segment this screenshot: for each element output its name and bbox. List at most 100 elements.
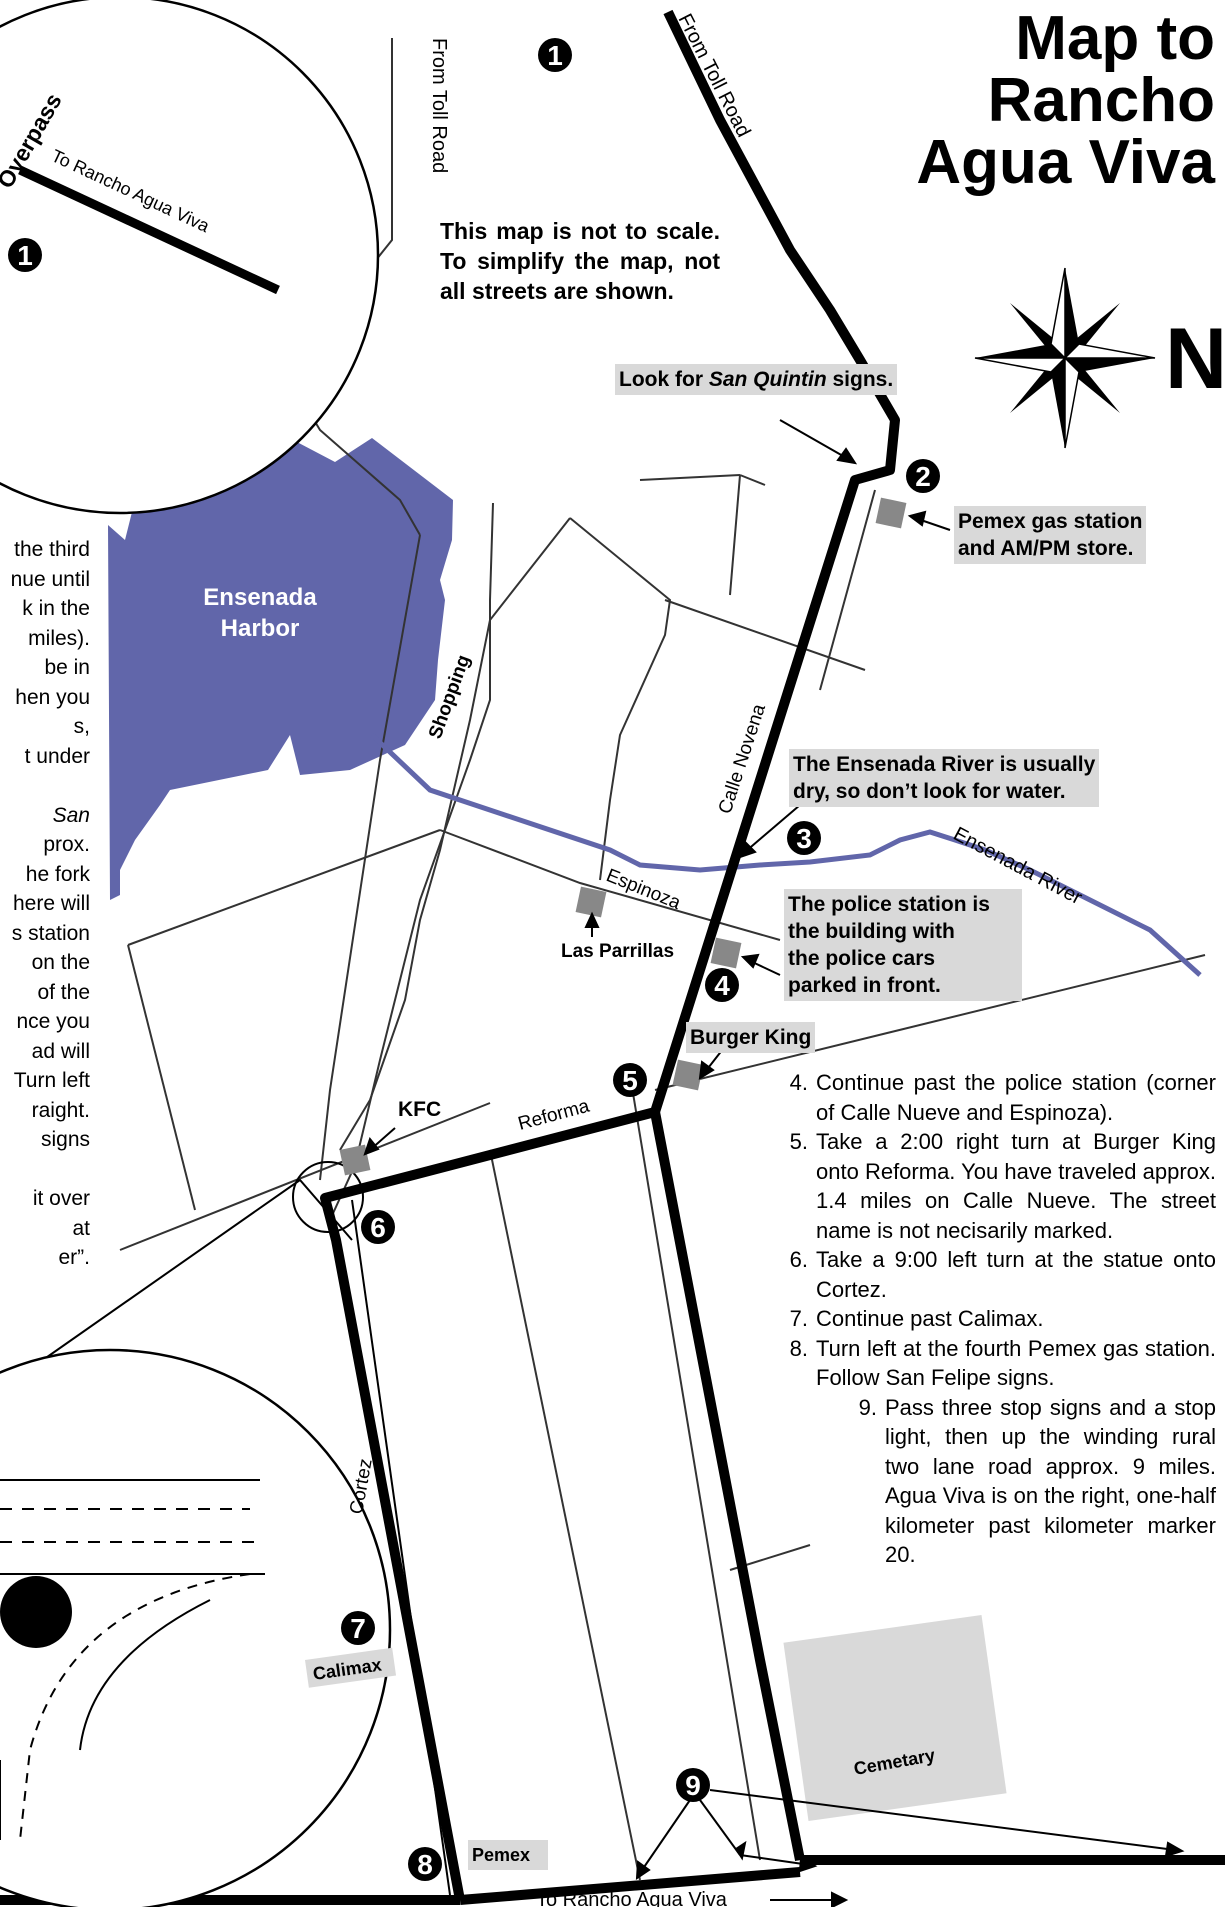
burger-king-label: Burger King [686, 1022, 816, 1053]
cropped-line [0, 771, 90, 801]
cropped-line: he fork [25, 862, 90, 886]
cortez-side [351, 1199, 451, 1896]
las-parrillas-label: Las Parrillas [561, 941, 675, 962]
svg-text:3: 3 [796, 823, 812, 854]
marker-6: 6 [361, 1210, 395, 1244]
overpass-inset [0, 0, 380, 515]
roundabout-inset [0, 1178, 392, 1907]
svg-text:9: 9 [685, 1770, 701, 1801]
cropped-line [0, 1155, 90, 1185]
step-4: 4. Continue past the police station (corn… [778, 1068, 1216, 1127]
cropped-line: San [52, 803, 90, 827]
san-quintin-suffix: signs. [826, 368, 894, 391]
buildings [339, 497, 907, 1176]
marker-8: 8 [408, 1847, 442, 1881]
cropped-line: t under [24, 744, 90, 768]
cropped-line: miles). [28, 626, 90, 650]
step-text: Pass three stop signs and a stop light, … [885, 1394, 1216, 1568]
step-5: 5.Take a 2:00 right turn at Burger King … [778, 1127, 1216, 1245]
map-title: Map to Rancho Agua Viva [916, 8, 1215, 194]
scale-note: This map is not to scale. To simplify th… [440, 218, 720, 304]
north-letter: N [1165, 311, 1225, 407]
pemex-station-line-1: Pemex gas station [958, 510, 1143, 533]
cropped-line: ad will [31, 1039, 90, 1063]
pemex-label-bg [468, 1840, 548, 1870]
cropped-line: hen you [15, 685, 90, 709]
marker-9: 9 [676, 1768, 710, 1802]
step-text: Continue past the police station (corner… [816, 1070, 1216, 1125]
cropped-line: signs [40, 1128, 90, 1151]
police-line-1: The police station is [788, 893, 990, 916]
svg-text:4: 4 [714, 970, 730, 1001]
san-quintin-callout: Look for San Quintin signs. [615, 364, 898, 395]
river-line-1: The Ensenada River is usually [793, 753, 1096, 776]
kfc-label: KFC [398, 1098, 442, 1121]
svg-text:6: 6 [370, 1212, 386, 1243]
ensenada-river [370, 733, 1202, 977]
marker-1-top: 1 [538, 38, 572, 72]
svg-text:1: 1 [17, 240, 33, 271]
cropped-directions-text: the third nue until k in the miles). be … [0, 535, 90, 1273]
cemetary-area [783, 1614, 1007, 1822]
step-9: 9.Pass three stop signs and a stop light… [778, 1393, 1216, 1570]
cropped-line: be in [44, 656, 90, 679]
cropped-line: nce you [16, 1010, 90, 1033]
cropped-line: k in the [22, 597, 90, 620]
cortez-label: Cortez [346, 1457, 376, 1516]
police-station-callout: The police station is the building with … [784, 889, 1022, 1001]
secondary-road [652, 1111, 803, 1861]
pemex-station-callout: Pemex gas station and AM/PM store. [954, 506, 1147, 564]
river-line-2: dry, so don’t look for water. [793, 780, 1066, 803]
step-text: Turn left at the fourth Pemex gas statio… [816, 1335, 1216, 1391]
title-line-3: Agua Viva [916, 128, 1215, 197]
police-line-2: the building with [788, 920, 955, 943]
step-number: 4. [789, 1070, 808, 1095]
las-parrillas-building [575, 886, 607, 918]
step-markers: 1 1 2 3 4 5 6 7 8 9 [8, 38, 940, 1881]
san-quintin-prefix: Look for [619, 368, 709, 391]
step-text: Take a 9:00 left turn at the statue onto… [816, 1247, 1216, 1302]
harbor-label-1: Ensenada [203, 584, 317, 611]
step-number: 8. [789, 1335, 808, 1361]
marker-5: 5 [613, 1063, 647, 1097]
police-line-3: the police cars [788, 947, 936, 970]
svg-text:7: 7 [350, 1613, 366, 1644]
from-toll-road-label-2: From Toll Road [674, 10, 755, 140]
title-line-2: Rancho [987, 66, 1215, 135]
cropped-line: Turn left [13, 1069, 90, 1092]
cropped-line: raight. [31, 1098, 90, 1122]
minor-streets [119, 38, 1206, 1881]
cropped-line: it over [32, 1187, 90, 1210]
cropped-line: of the [37, 980, 90, 1004]
cropped-line: on the [31, 951, 90, 974]
directions-list: 4. Continue past the police station (corn… [778, 1068, 1216, 1570]
compass-rose: N [974, 267, 1225, 449]
police-station-building [710, 937, 742, 969]
river-callout: The Ensenada River is usually dry, so do… [789, 749, 1100, 807]
cropped-line: s station [11, 921, 90, 945]
step-text: Continue past Calimax. [816, 1306, 1044, 1331]
title-line-1: Map to [1015, 4, 1215, 73]
step-text: Take a 2:00 right turn at Burger King on… [816, 1129, 1216, 1243]
step-number: 7. [789, 1306, 808, 1331]
step-number: 6. [789, 1247, 808, 1272]
from-toll-road-label-1: From Toll Road [428, 38, 450, 173]
cropped-line: er”. [58, 1246, 91, 1269]
pemex-station-line-2: and AM/PM store. [958, 537, 1134, 560]
svg-text:5: 5 [622, 1065, 638, 1096]
pemex-building [875, 497, 907, 529]
calimax-callout: Calimax [305, 1647, 397, 1688]
burger-king-building [672, 1059, 704, 1091]
kfc-building [339, 1144, 371, 1176]
svg-text:8: 8 [417, 1849, 433, 1880]
statue-circle [292, 1161, 364, 1233]
cropped-line: at [72, 1216, 90, 1240]
svg-text:1: 1 [547, 40, 563, 71]
espinoza-label: Espinoza [603, 865, 684, 914]
marker-1-inset: 1 [8, 238, 42, 272]
step-6: 6. Take a 9:00 left turn at the statue on… [778, 1245, 1216, 1304]
cropped-line: the third [14, 538, 90, 561]
cropped-line: s, [73, 715, 90, 738]
step-8: 8. Turn left at the fourth Pemex gas stat… [778, 1334, 1216, 1393]
